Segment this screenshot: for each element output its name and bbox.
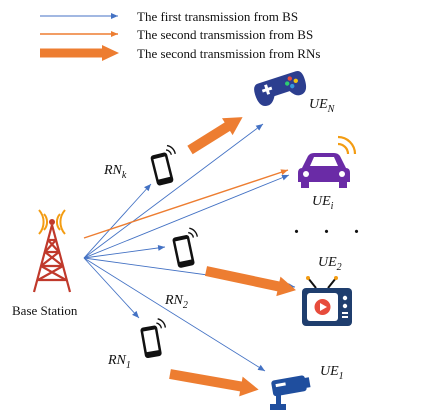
rn-transmission-arrows [169, 117, 296, 397]
phone-icon-rn1 [140, 318, 167, 359]
label-uen: UEN [309, 97, 336, 115]
gamepad-icon [254, 71, 307, 106]
legend-label-second-rn: The second transmission from RNs [137, 46, 320, 61]
first-transmission-arrows [83, 123, 296, 372]
legend-swatch-second-rn [40, 45, 119, 61]
arrow-bs-to-uei [83, 174, 290, 259]
label-uei: UEi [312, 194, 334, 212]
legend: The first transmission from BS The secon… [40, 9, 320, 61]
legend-label-second-bs: The second transmission from BS [137, 27, 313, 42]
arrow-rn1-to-ue1 [169, 369, 259, 397]
label-rnk: RNk [103, 163, 127, 181]
arrow-rn2-to-ue2 [204, 266, 296, 297]
car-icon [298, 135, 357, 188]
label-rn1: RN1 [107, 353, 131, 371]
phone-icon-rnk [150, 144, 176, 186]
legend-label-first-bs: The first transmission from BS [137, 9, 298, 24]
arrow-bs-to-rn2 [83, 244, 166, 259]
arrow-bs-to-uen [83, 123, 264, 259]
phone-icon-rn2 [172, 227, 198, 268]
cell-tower-icon [32, 209, 72, 293]
base-station-label: Base Station [12, 303, 78, 318]
arrow-bs-to-rn1 [83, 257, 140, 319]
label-ue1: UE1 [320, 364, 344, 382]
tv-icon [302, 276, 352, 326]
security-camera-icon [270, 375, 311, 410]
ellipsis-more-ues: . . . [294, 216, 369, 238]
arrow-bs-second-to-uei [83, 169, 289, 239]
label-ue2: UE2 [318, 255, 342, 273]
arrow-bs-to-ue1 [83, 257, 266, 372]
arrow-rnk-to-uen [187, 117, 243, 155]
arrow-bs-to-rnk [83, 183, 152, 259]
label-rn2: RN2 [164, 293, 188, 311]
